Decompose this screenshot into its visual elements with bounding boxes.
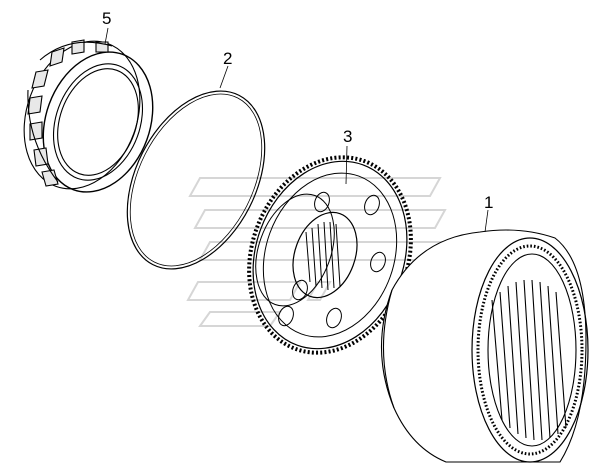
leader-line-5 (104, 27, 109, 45)
leader-line-3 (345, 145, 348, 185)
leader-lines (104, 27, 489, 233)
callout-3: 3 (343, 127, 352, 146)
callout-2: 2 (223, 49, 232, 68)
retaining-ring-icon (126, 90, 266, 270)
callout-1: 1 (484, 193, 493, 212)
leader-line-2 (219, 65, 229, 89)
callout-5: 5 (102, 9, 111, 28)
leader-line-1 (484, 209, 489, 233)
roller-bearing-icon (23, 39, 154, 193)
ring-gear-icon (380, 229, 589, 463)
